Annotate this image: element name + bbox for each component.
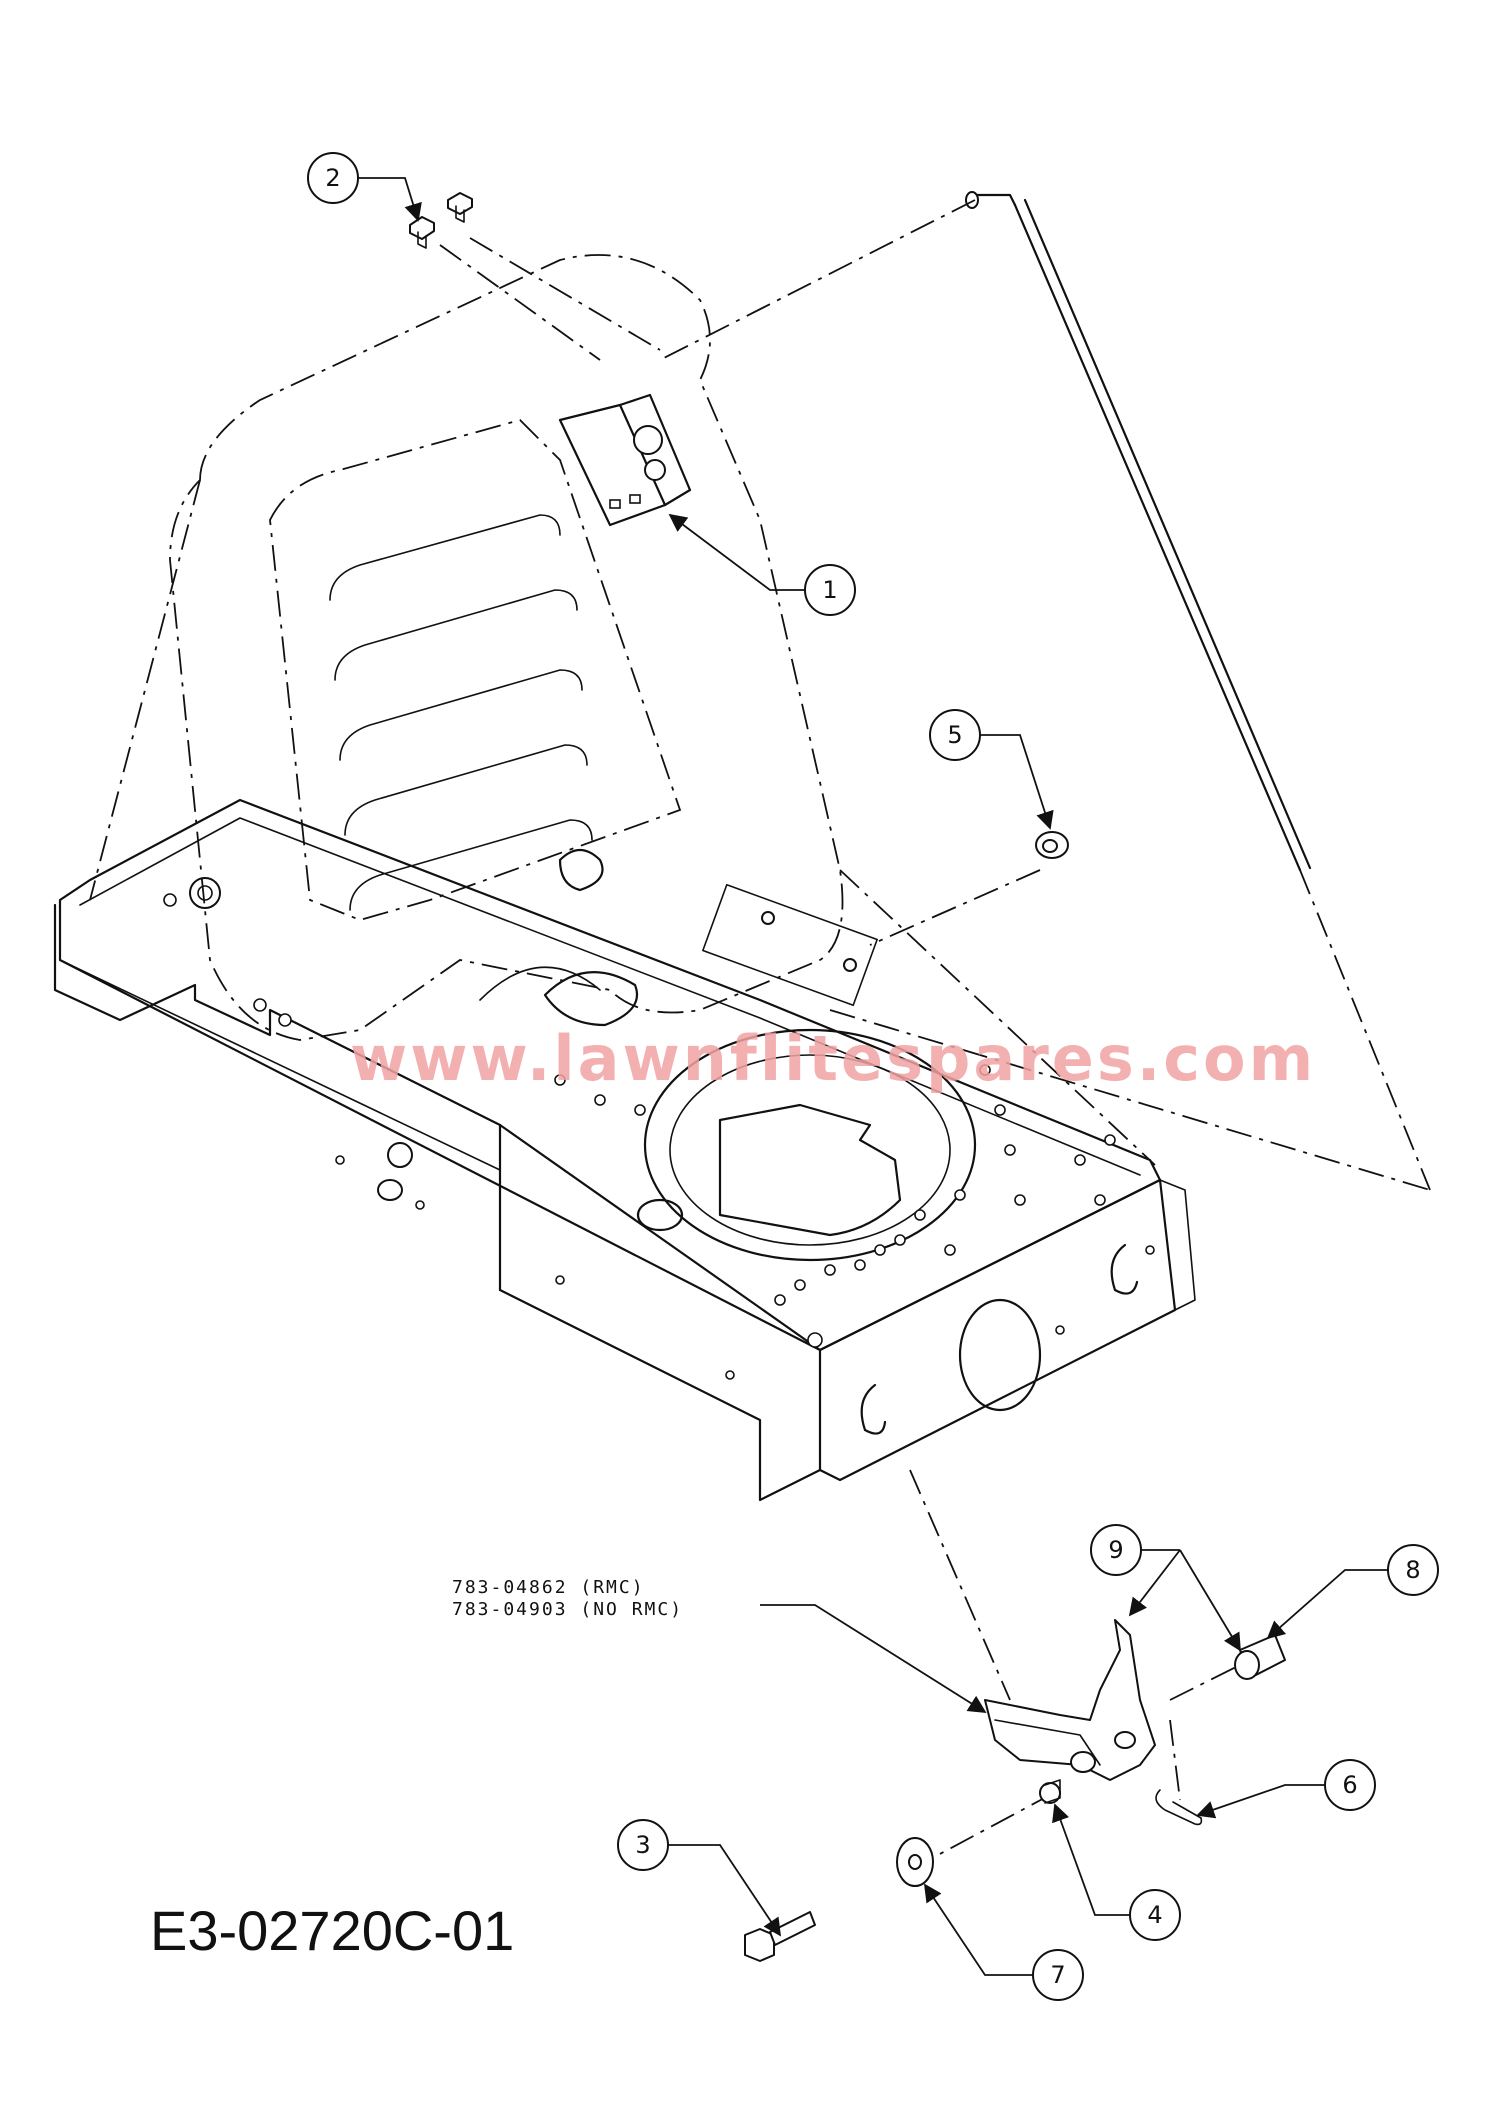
washer-part-7: [896, 1837, 934, 1887]
clip-part-6: [1155, 1789, 1203, 1826]
spacer-part-8: [1234, 1634, 1286, 1680]
callout-1: 1: [668, 513, 856, 616]
bolt-part-2: [409, 192, 473, 249]
chassis-frame: [53, 798, 1196, 1502]
frame-holes: [163, 893, 1155, 1380]
callout-9: 9: [1090, 1524, 1241, 1652]
callout-label-1: 1: [822, 576, 837, 604]
callout-label-3: 3: [635, 1831, 650, 1859]
callout-2: 2: [307, 152, 422, 222]
callout-label-6: 6: [1342, 1771, 1357, 1799]
callout-6: 6: [1196, 1759, 1376, 1819]
callout-label-9: 9: [1108, 1536, 1123, 1564]
callout-4: 4: [1052, 1803, 1181, 1941]
callout-label-5: 5: [947, 721, 962, 749]
part-number-label: 783-04862 (RMC) 783-04903 (NO RMC): [452, 1577, 987, 1713]
seat-pan: [89, 254, 1156, 1166]
part-number-line-2: 783-04903 (NO RMC): [452, 1599, 683, 1620]
callout-5: 5: [929, 709, 1054, 830]
projection-lines: [439, 237, 1251, 1871]
callout-label-8: 8: [1405, 1556, 1420, 1584]
rod-part: [659, 191, 1431, 1191]
callout-7: 7: [924, 1883, 1084, 2001]
nut-part-5: [1035, 831, 1069, 859]
callout-label-2: 2: [325, 164, 340, 192]
callout-label-4: 4: [1147, 1901, 1162, 1929]
pivot-bracket: [984, 1619, 1156, 1781]
callout-3: 3: [617, 1819, 781, 1937]
drawing-id: E3-02720C-01: [150, 1899, 514, 1962]
bolt-part-3: [744, 1911, 816, 1962]
callout-label-7: 7: [1050, 1961, 1065, 1989]
part-number-line-1: 783-04862 (RMC): [452, 1577, 645, 1598]
watermark-text: www.lawnflitespares.com: [350, 1022, 1316, 1095]
pin-part-4: [1039, 1779, 1061, 1804]
callout-8: 8: [1266, 1544, 1439, 1640]
